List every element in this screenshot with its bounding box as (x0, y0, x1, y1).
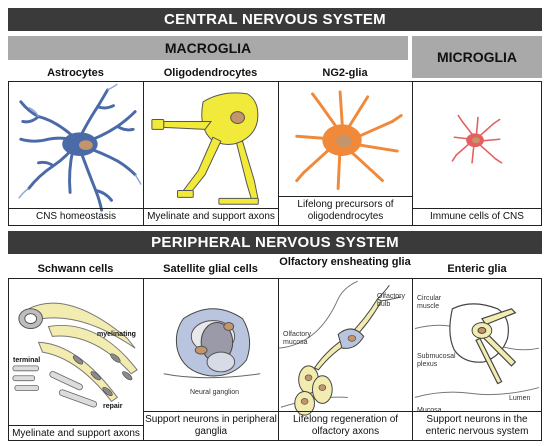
ng2-illustration (295, 90, 403, 190)
astrocyte-panel (8, 81, 144, 226)
schwann-terminal-label: terminal (13, 357, 41, 364)
circular-muscle-label: Circular muscle (417, 295, 442, 310)
schwann-caption: Myelinate and support axons (12, 428, 140, 439)
oligodendrocyte-panel (143, 81, 279, 226)
oligodendrocyte-nucleus (230, 111, 245, 124)
submucosal-plexus-label: Submucosal plexus (417, 353, 456, 368)
enteric-caption-divider (412, 411, 542, 412)
neural-ganglion-label: Neural ganglion (190, 389, 240, 396)
pns-banner: PERIPHERAL NERVOUS SYSTEM (8, 231, 542, 254)
olfactory-mucosa-label: Olfactory mucosa (283, 331, 312, 346)
microglia-illustration (451, 114, 503, 164)
ng2-caption-divider (278, 196, 413, 197)
oligodendrocyte-caption-divider (143, 208, 279, 209)
oligodendrocyte-illustration (151, 92, 259, 205)
enteric-nucleus (477, 327, 487, 334)
ng2-nucleus (336, 135, 352, 148)
microglia-nucleus (472, 137, 480, 144)
satellite-illustration (163, 308, 261, 379)
astrocyte-caption-divider (8, 208, 144, 209)
schwann-myelinating-label: myelinating (97, 331, 136, 338)
olfactory-title: Olfactory ensheating glia (279, 256, 411, 268)
enteric-illustration (414, 303, 540, 398)
enteric-caption: Support neurons in the enteric nervous s… (425, 414, 529, 437)
satellite-nucleus-2 (223, 322, 235, 331)
schwann-caption-divider (8, 425, 144, 426)
mucosa-label: Mucosa (417, 407, 442, 415)
cns-banner: CENTRAL NERVOUS SYSTEM (8, 8, 542, 31)
oligodendrocyte-caption: Myelinate and support axons (147, 211, 275, 222)
ng2-caption: Lifelong precursors of oligodendrocytes (297, 199, 394, 222)
lumen-label: Lumen (509, 395, 531, 402)
astrocytes-title: Astrocytes (47, 67, 104, 79)
astrocyte-nucleus (78, 140, 93, 151)
satellite-caption: Support neurons in peripheral ganglia (145, 414, 277, 437)
enteric-panel: Circular muscle Submucosal plexus Lumen … (412, 278, 542, 441)
oligodendrocytes-title: Oligodendrocytes (163, 67, 258, 79)
satellite-nucleus-1 (194, 345, 208, 355)
satellite-title: Satellite glial cells (163, 263, 258, 275)
enteric-title: Enteric glia (447, 263, 507, 275)
schwann-panel: myelinating terminal repair (8, 278, 144, 441)
olfactory-caption: Lifelong regeneration of olfactory axons (292, 414, 399, 437)
olfactory-bulb-label: Olfactory bulb (377, 293, 406, 308)
schwann-illustration (12, 302, 138, 408)
microglia-caption-divider (412, 208, 542, 209)
astrocyte-caption: CNS homeostasis (35, 211, 117, 222)
olfactory-caption-divider (278, 411, 413, 412)
schwann-title: Schwann cells (37, 263, 114, 275)
olfactory-illustration (279, 280, 402, 416)
microglia-header: MICROGLIA (412, 36, 542, 78)
satellite-panel: Neural ganglion (143, 278, 279, 441)
schwann-repair-label: repair (103, 403, 123, 410)
astrocyte-illustration (18, 83, 142, 212)
olfactory-panel: Olfactory bulb Olfactory mucosa (278, 278, 413, 441)
ng2-glia-title: NG2-glia (322, 67, 368, 79)
microglia-panel (412, 81, 542, 226)
macroglia-header: MACROGLIA (8, 36, 408, 60)
satellite-caption-divider (143, 411, 279, 412)
microglia-caption: Immune cells of CNS (430, 211, 524, 222)
